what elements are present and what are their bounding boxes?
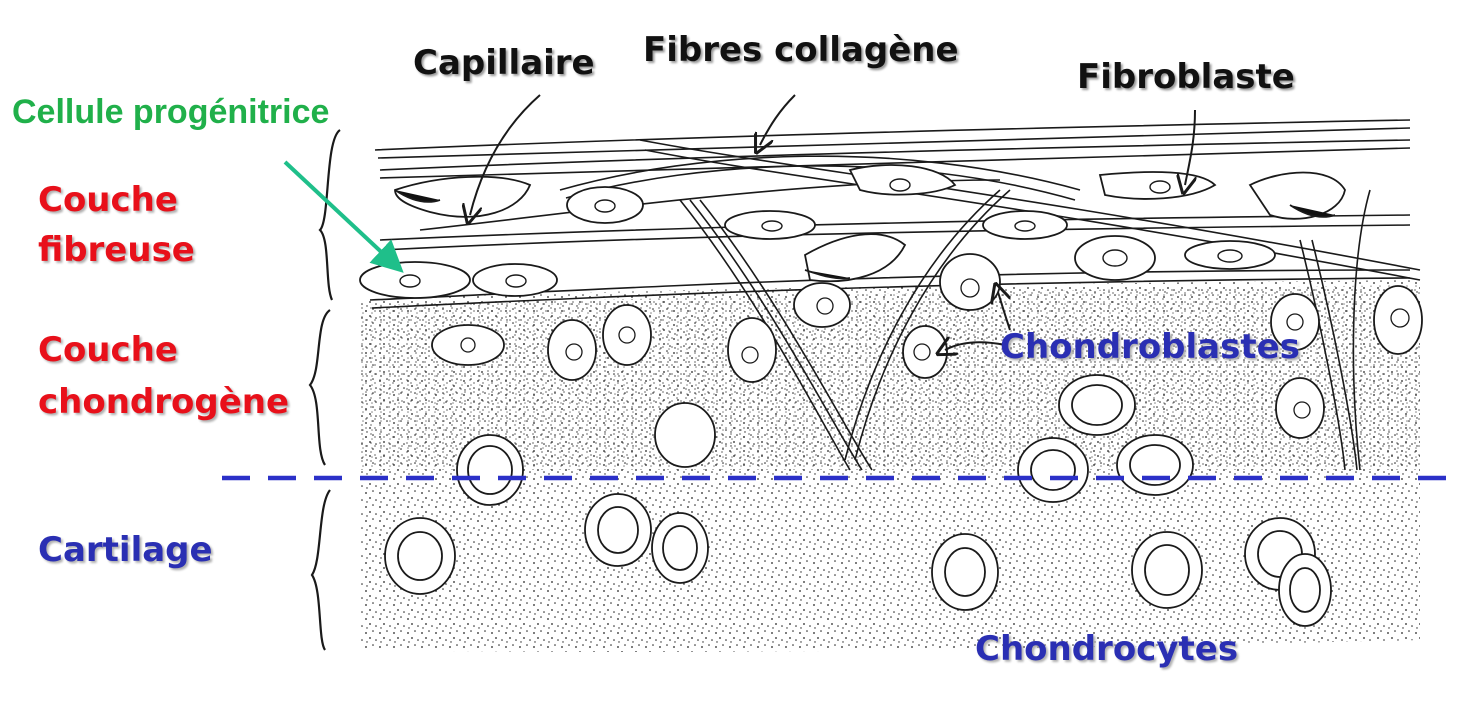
label-couche-chondrogene-line1: Couche <box>38 330 178 370</box>
label-fibres-collagene: Fibres collagène <box>643 30 959 70</box>
chondrogenic-matrix <box>360 285 1420 470</box>
progenitor-arrow <box>283 160 404 273</box>
label-capillaire: Capillaire <box>413 43 595 83</box>
layer-braces <box>308 129 341 651</box>
label-couche-fibreuse-line1: Couche <box>38 180 178 220</box>
label-couche-chondrogene-line2: chondrogène <box>38 382 290 422</box>
chondrocytes <box>384 374 1332 627</box>
label-couche-fibreuse-line2: fibreuse <box>38 230 195 270</box>
label-chondroblastes: Chondroblastes <box>1000 327 1300 367</box>
label-chondrocytes: Chondrocytes <box>975 629 1239 669</box>
label-fibroblaste: Fibroblaste <box>1077 57 1295 97</box>
label-cellule-progenitrice: Cellule progénitrice <box>12 93 330 131</box>
chondroblast-nuclei <box>460 278 1410 419</box>
fibroblast-nuclei <box>399 178 1243 288</box>
chondroblasts <box>431 253 1423 439</box>
label-cartilage: Cartilage <box>38 530 213 570</box>
leader-lines <box>470 94 1195 350</box>
